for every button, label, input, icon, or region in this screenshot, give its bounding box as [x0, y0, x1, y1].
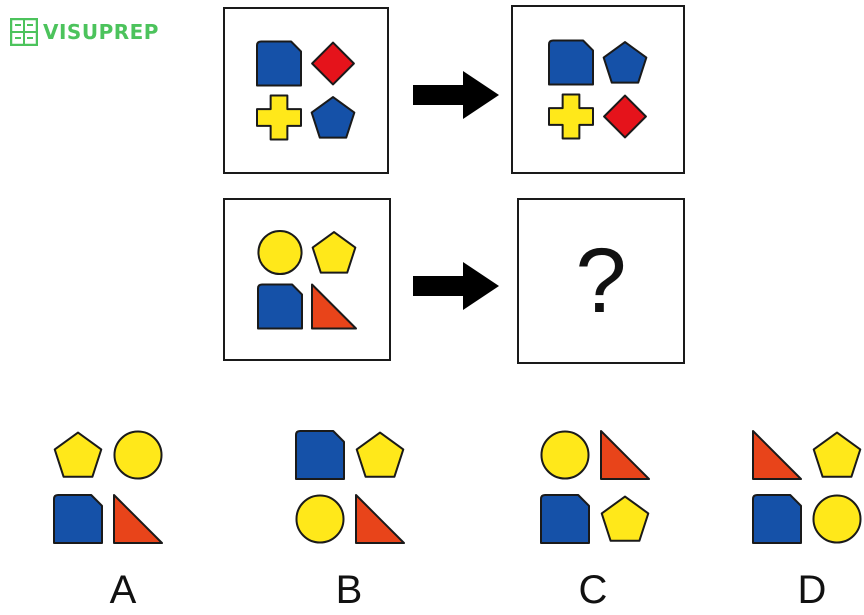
answer-panel: ? — [517, 198, 685, 364]
orange-triangle-shape — [311, 283, 357, 330]
option-a[interactable] — [52, 420, 164, 554]
question-mark: ? — [575, 229, 627, 332]
grid-icon — [10, 18, 38, 46]
option-d-label[interactable]: D — [797, 568, 827, 612]
blue-house-shape — [257, 283, 303, 330]
example-before-panel — [223, 7, 389, 174]
shape-grid — [53, 430, 163, 544]
orange-triangle-shape — [600, 430, 650, 480]
option-b[interactable] — [286, 420, 414, 554]
orange-triangle-shape — [113, 494, 163, 544]
example-after-panel — [511, 5, 685, 174]
yellow-circle-shape — [812, 494, 862, 544]
yellow-pentagon-shape — [600, 495, 650, 542]
yellow-pentagon-shape — [53, 431, 103, 478]
blue-pentagon-shape — [602, 41, 648, 84]
yellow-pentagon-shape — [812, 431, 862, 478]
example-arrow-icon — [413, 71, 499, 119]
option-a-label[interactable]: A — [109, 568, 137, 612]
shape-grid — [257, 229, 357, 330]
yellow-pentagon-shape — [311, 231, 357, 274]
brand-logo: VISUPREP — [10, 18, 159, 46]
shape-grid — [548, 39, 648, 140]
brand-name: VISUPREP — [43, 20, 159, 44]
shape-grid — [540, 430, 650, 544]
shape-grid — [256, 40, 356, 141]
option-c[interactable] — [530, 420, 660, 554]
yellow-circle-shape — [540, 430, 590, 480]
blue-house-shape — [548, 39, 594, 86]
shape-grid — [752, 430, 862, 544]
orange-triangle-shape — [752, 430, 802, 480]
option-b-label[interactable]: B — [335, 568, 363, 612]
problem-before-panel — [223, 198, 391, 361]
blue-pentagon-shape — [310, 96, 356, 139]
yellow-circle-shape — [295, 494, 345, 544]
yellow-circle-shape — [257, 229, 303, 276]
option-d[interactable] — [750, 420, 864, 554]
blue-house-shape — [540, 494, 590, 544]
blue-house-shape — [295, 430, 345, 480]
orange-triangle-shape — [355, 494, 405, 544]
red-diamond-shape — [603, 94, 647, 139]
yellow-cross-shape — [548, 93, 594, 140]
shape-grid — [295, 430, 405, 544]
yellow-circle-shape — [113, 430, 163, 480]
blue-house-shape — [256, 40, 302, 87]
blue-house-shape — [53, 494, 103, 544]
blue-house-shape — [752, 494, 802, 544]
red-diamond-shape — [311, 41, 355, 86]
option-c-label[interactable]: C — [578, 568, 608, 612]
yellow-pentagon-shape — [355, 431, 405, 478]
yellow-cross-shape — [256, 94, 302, 141]
problem-arrow-icon — [413, 262, 499, 310]
